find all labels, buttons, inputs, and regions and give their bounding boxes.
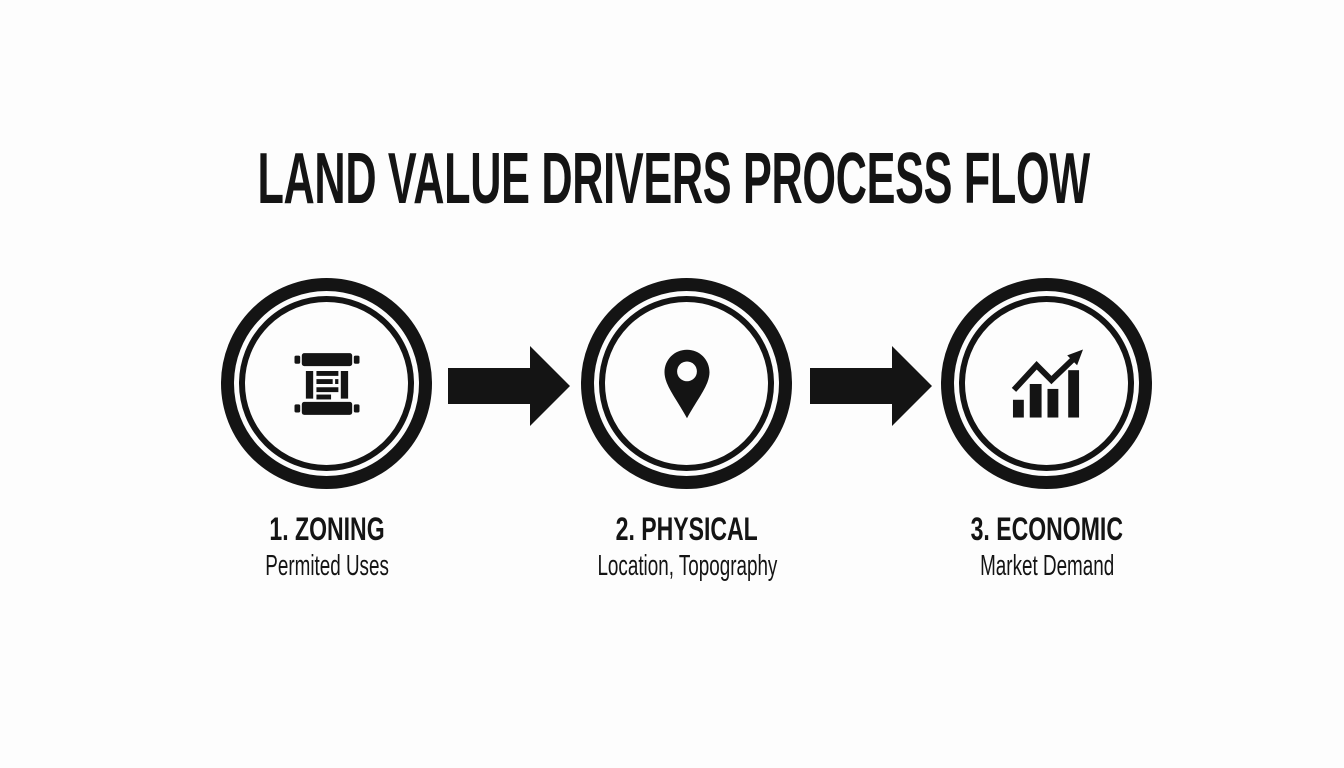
step-heading: 3. ECONOMIC [970, 511, 1124, 547]
step-label-physical: 2. PHYSICAL Location, Topography [487, 511, 887, 583]
page-title-text: LAND VALUE DRIVERS PROCESS FLOW [257, 139, 1090, 219]
inner-ring [959, 296, 1134, 471]
inner-ring [599, 296, 774, 471]
step-node-zoning [221, 278, 432, 489]
page-title: LAND VALUE DRIVERS PROCESS FLOW [0, 143, 1324, 215]
step-node-physical [581, 278, 792, 489]
step-label-zoning: 1. ZONING Permited Uses [127, 511, 527, 583]
step-subtext: Permited Uses [265, 550, 389, 583]
step-subtext: Market Demand [979, 550, 1115, 583]
step-heading: 1. ZONING [269, 511, 385, 547]
step-subtext: Location, Topography [597, 550, 777, 583]
inner-ring [239, 296, 414, 471]
step-heading: 2. PHYSICAL [615, 511, 759, 547]
flow-arrow-right-icon [810, 346, 932, 426]
flow-arrow-right-icon [448, 346, 570, 426]
step-node-economic [941, 278, 1152, 489]
step-label-economic: 3. ECONOMIC Market Demand [847, 511, 1247, 583]
